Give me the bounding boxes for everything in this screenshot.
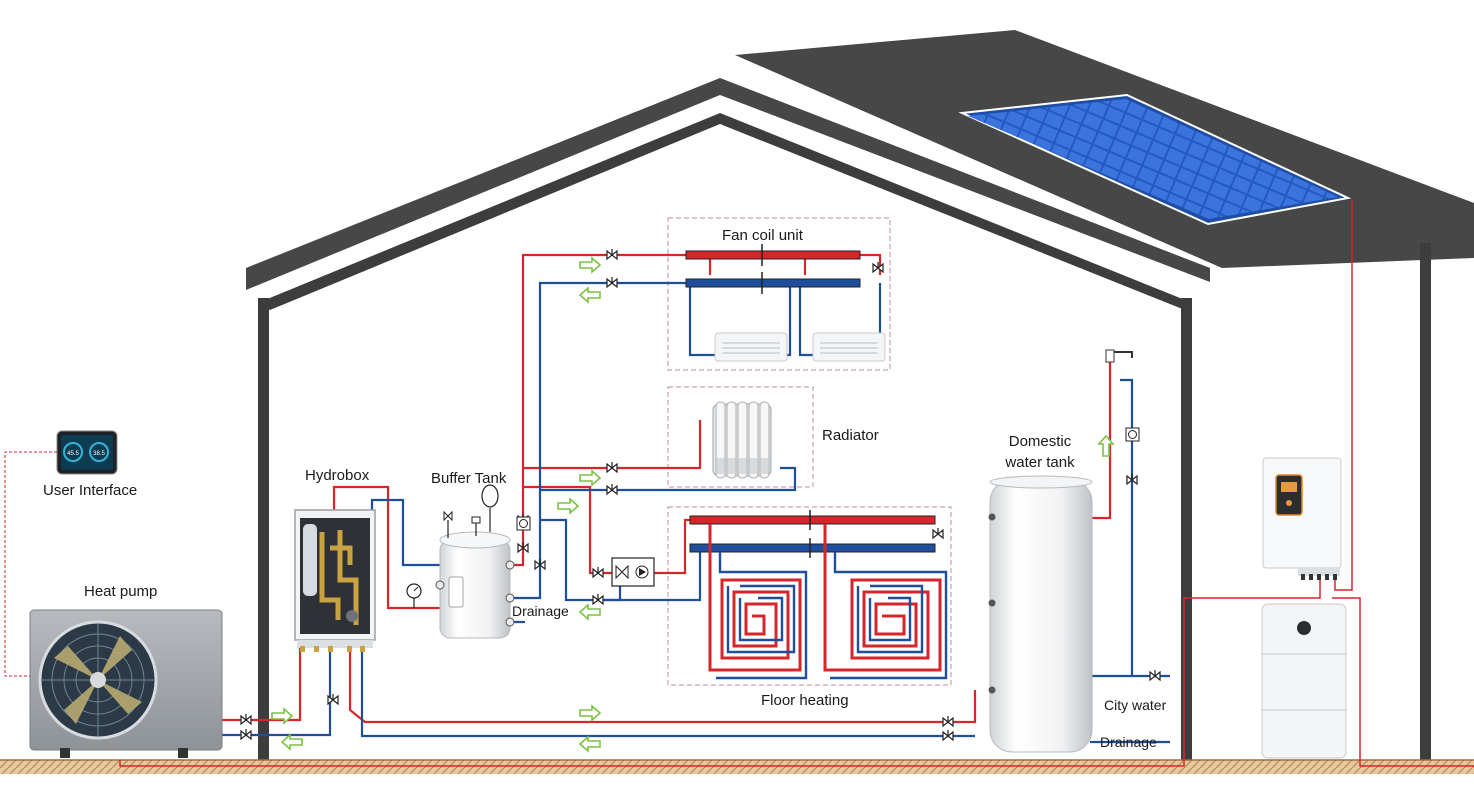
pump-icon xyxy=(516,516,531,531)
dhw-drainage-label: Drainage xyxy=(1100,734,1157,750)
radiator-label: Radiator xyxy=(822,427,879,444)
flow-arrow-icons xyxy=(271,257,1114,752)
fan-coil-unit-label: Fan coil unit xyxy=(722,227,803,244)
house-walls xyxy=(258,113,1431,760)
fan-coil-unit-right xyxy=(812,332,886,362)
ground xyxy=(0,760,1474,774)
ui-value-right: 38.5 xyxy=(93,451,105,457)
radiator-unit xyxy=(712,401,772,479)
floor-heating-coil-right xyxy=(823,524,948,680)
floor-heating-label: Floor heating xyxy=(761,692,849,709)
floor-heating-box xyxy=(667,506,952,686)
heat-pump-unit xyxy=(29,609,223,758)
floor-heating-manifolds xyxy=(689,510,936,558)
floor-heating-coil-left xyxy=(708,524,808,680)
cold-water-pipes xyxy=(222,281,1170,744)
ui-value-left: 45.5 xyxy=(67,451,79,457)
mixing-pump-group xyxy=(611,557,655,587)
city-water-label: City water xyxy=(1104,697,1167,713)
user-interface-panel xyxy=(56,430,118,475)
fan-coil-box xyxy=(667,217,891,371)
fan-coil-unit-left xyxy=(714,332,788,362)
hydrobox-label: Hydrobox xyxy=(305,467,370,484)
battery-storage xyxy=(1261,603,1347,759)
domestic-water-tank xyxy=(988,475,1093,753)
expansion-vessel-icon xyxy=(481,484,499,532)
domestic-water-tank-label-line1: Domestic xyxy=(1008,433,1072,450)
buffer-drainage-label: Drainage xyxy=(512,603,569,619)
user-interface-label: User Interface xyxy=(43,482,138,499)
solar-panel xyxy=(958,93,1352,226)
pressure-gauge-icon xyxy=(406,583,422,608)
faucet-icon xyxy=(1105,349,1133,363)
buffer-tank xyxy=(435,510,515,639)
radiator-box xyxy=(667,386,814,488)
hydrobox xyxy=(294,509,376,652)
heat-pump-label: Heat pump xyxy=(84,583,158,600)
domestic-water-tank-label-line2: water tank xyxy=(1005,454,1075,471)
buffer-tank-label: Buffer Tank xyxy=(431,470,507,487)
dhw-pump-icon xyxy=(1125,427,1140,442)
fan-coil-manifolds xyxy=(685,244,861,294)
control-cable xyxy=(4,451,57,677)
solar-inverter xyxy=(1262,457,1342,580)
